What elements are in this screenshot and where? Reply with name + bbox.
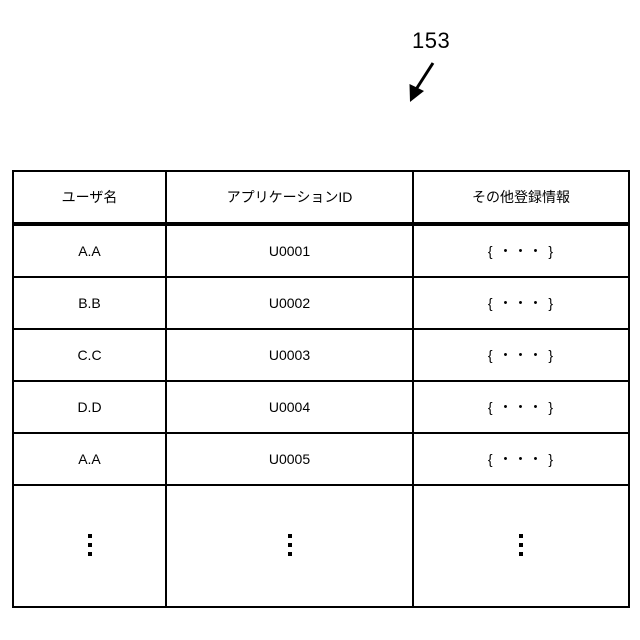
arrow-down-left-icon (409, 62, 435, 102)
header-double-rule (12, 222, 630, 225)
cell-other-info-ellipsis (412, 484, 630, 608)
cell-other-info: { ・・・ } (412, 328, 630, 382)
table-continuation-row (12, 484, 630, 608)
cell-other-info: { ・・・ } (412, 432, 630, 486)
table-header-row: ユーザ名 アプリケーションID その他登録情報 (12, 170, 630, 224)
cell-other-info: { ・・・ } (412, 224, 630, 278)
table-row: D.D U0004 { ・・・ } (12, 380, 630, 434)
header-rule-cell-3 (412, 222, 630, 225)
figure-reference-number: 153 (412, 28, 451, 53)
figure-callout: 153 (396, 28, 476, 108)
table-row: A.A U0005 { ・・・ } (12, 432, 630, 486)
header-rule-cell-1 (12, 222, 167, 225)
table-header: ユーザ名 アプリケーションID その他登録情報 (12, 170, 630, 224)
cell-other-info: { ・・・ } (412, 380, 630, 434)
registration-table: ユーザ名 アプリケーションID その他登録情報 A.A U0001 { ・・・ … (12, 170, 630, 608)
cell-user-name-ellipsis (12, 484, 167, 608)
table-row: A.A U0001 { ・・・ } (12, 224, 630, 278)
cell-user-name: A.A (12, 224, 167, 278)
cell-other-info: { ・・・ } (412, 276, 630, 330)
cell-application-id: U0004 (165, 380, 414, 434)
cell-application-id: U0003 (165, 328, 414, 382)
column-header-user-name: ユーザ名 (12, 170, 167, 224)
table-row: C.C U0003 { ・・・ } (12, 328, 630, 382)
table-row: B.B U0002 { ・・・ } (12, 276, 630, 330)
column-header-application-id: アプリケーションID (165, 170, 414, 224)
header-rule-cell-2 (165, 222, 414, 225)
cell-application-id: U0002 (165, 276, 414, 330)
cell-application-id: U0005 (165, 432, 414, 486)
registration-table-container: ユーザ名 アプリケーションID その他登録情報 A.A U0001 { ・・・ … (12, 170, 630, 608)
vertical-ellipsis-icon (287, 529, 292, 561)
table-body: A.A U0001 { ・・・ } B.B U0002 { ・・・ } C.C … (12, 222, 630, 608)
column-header-other-info: その他登録情報 (412, 170, 630, 224)
cell-user-name: A.A (12, 432, 167, 486)
cell-application-id: U0001 (165, 224, 414, 278)
cell-user-name: D.D (12, 380, 167, 434)
cell-user-name: C.C (12, 328, 167, 382)
cell-application-id-ellipsis (165, 484, 414, 608)
vertical-ellipsis-icon (519, 529, 523, 561)
cell-user-name: B.B (12, 276, 167, 330)
vertical-ellipsis-icon (87, 529, 92, 561)
